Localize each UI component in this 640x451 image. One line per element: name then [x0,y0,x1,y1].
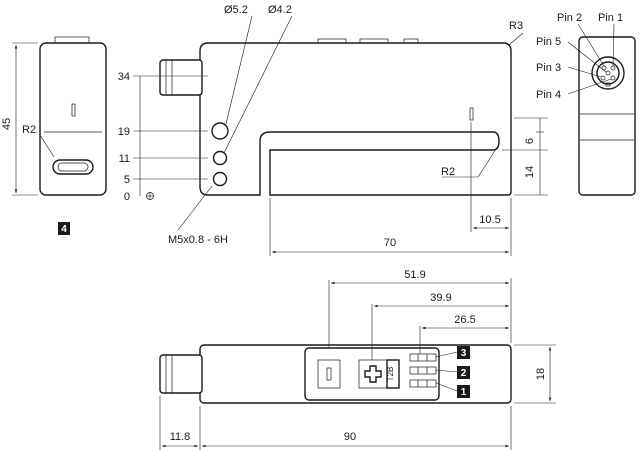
slot-depth-label: 14 [524,166,536,178]
height-mark-19: 19 [118,126,130,138]
led-1 [409,379,437,388]
mount-hole-large [211,122,229,140]
plus-icon [364,365,382,383]
bottom-height-label: 18 [535,368,547,380]
connector-key [605,82,611,87]
led-3 [409,353,437,362]
top-tab [403,38,419,44]
pin-5-icon [605,70,611,76]
thread-label: M5x0.8 - 6H [168,234,228,246]
leader-line [223,15,293,154]
dim-51-9-label: 51.9 [404,269,425,281]
display-window [386,359,400,389]
top-led-slot [469,107,474,121]
bottom-connector [159,354,203,394]
connector-length-label: 11.8 [170,431,191,443]
leader-line [177,185,213,231]
teach-button [317,359,341,389]
side-view-led-slot [71,103,76,117]
pin-5-label: Pin 5 [536,36,561,48]
height-mark-0: 0 [124,191,130,203]
side-height-label: 45 [1,118,13,130]
top-tab [317,38,347,44]
badge-1 [457,385,470,398]
led-2 [409,366,437,375]
height-mark-34: 34 [118,71,130,83]
side-view-window-inner [57,162,89,172]
top-view-body [199,42,512,196]
mount-hole-small [212,150,228,166]
leader-line [435,369,458,373]
leader-line [435,351,458,358]
outer-radius-label: R3 [509,20,523,32]
side-radius-label: R2 [22,124,36,136]
leader-line [612,23,615,67]
badge-1-label: 1 [461,387,467,398]
hole-dia-small-label: Ø4.2 [268,4,292,16]
pin-2-label: Pin 2 [557,12,582,24]
top-length-label: 70 [384,237,396,249]
slot-offset-label: 10.5 [479,214,500,226]
badge-2-label: 2 [461,368,467,379]
badge-4 [58,222,70,235]
teach-button-mark [326,367,332,381]
badge-3 [457,346,470,359]
pin-1-label: Pin 1 [598,12,623,24]
leader-line [435,382,458,392]
badge-2 [457,366,470,379]
pin-4-label: Pin 4 [536,89,561,101]
dim-26-5-label: 26.5 [454,314,475,326]
leader-line [577,23,605,67]
connector-body [159,59,203,96]
slot-radius-label: R2 [441,166,455,178]
side-view: 45 R2 4 [1,36,107,235]
leader-line [39,134,55,158]
bottom-length-label: 90 [344,431,356,443]
leader-line [567,41,607,73]
height-mark-11: 11 [119,153,130,165]
mount-hole-threaded [212,171,228,187]
pin-3-icon [600,75,606,81]
top-tab [359,38,389,44]
leader-line [477,145,499,178]
badge-4-label: 4 [61,224,67,235]
bottom-view: T2B 3 2 1 51.9 39.9 26.5 18 [159,269,556,450]
side-view-top-tab [54,36,90,44]
side-view-window [52,159,94,175]
connector-view: Pin 2 Pin 1 Pin 5 Pin 3 Pin 4 [536,12,636,196]
badge-3-label: 3 [461,348,467,359]
leader-line [508,32,524,46]
pin-3-label: Pin 3 [536,62,561,74]
leader-line [567,66,602,78]
leader-line [225,15,253,125]
top-view: 34 19 11 5 0 Ø5.2 Ø4.2 M5x0.8 - 6H R3 R2… [118,4,548,256]
connector-inner-ring [596,61,620,85]
slot-width-label: 6 [524,138,536,144]
leader-line [567,78,612,95]
height-mark-5: 5 [124,174,130,186]
pin-4-icon [610,75,616,81]
dim-39-9-label: 39.9 [430,292,451,304]
hole-dia-large-label: Ø5.2 [224,4,248,16]
display-label: T2B [386,367,395,382]
